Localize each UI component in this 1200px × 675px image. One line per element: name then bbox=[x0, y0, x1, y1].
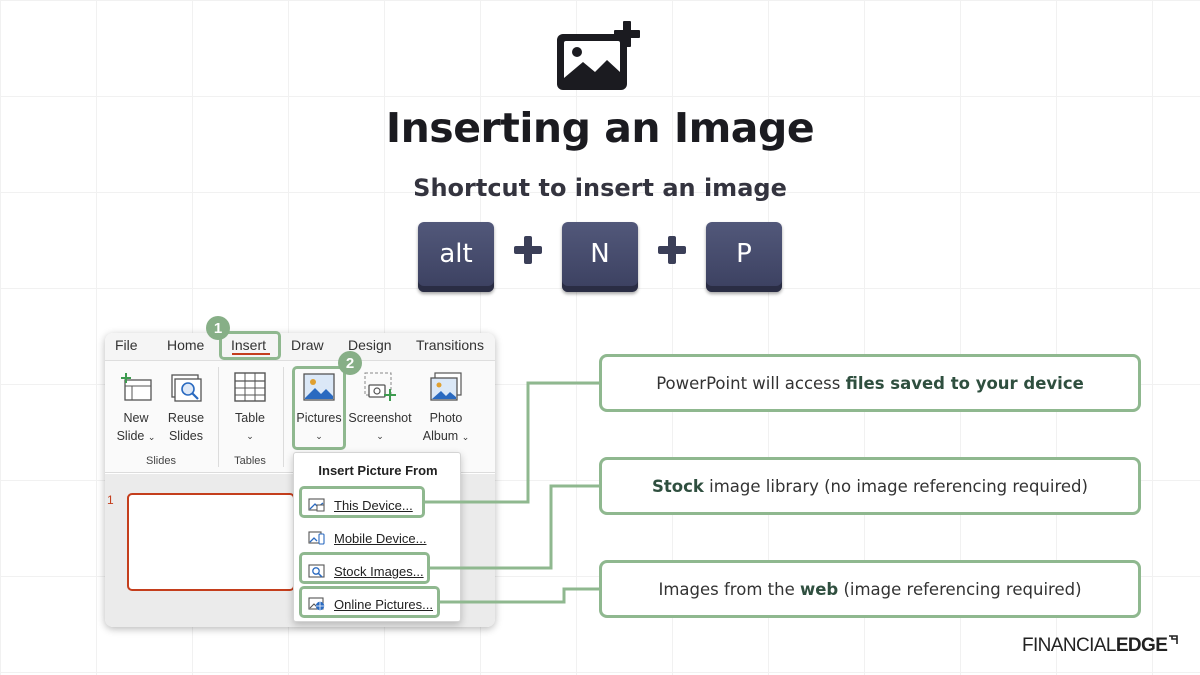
page-title: Inserting an Image bbox=[385, 104, 815, 152]
callout-text: Images from the bbox=[658, 579, 800, 599]
group-label-slides: Slides bbox=[146, 455, 176, 467]
table-label: Table bbox=[235, 411, 265, 425]
online-pictures-icon bbox=[308, 597, 325, 611]
key-n: N bbox=[562, 222, 638, 292]
photo-album-label: Photo bbox=[429, 411, 463, 425]
online-pictures-highlight bbox=[299, 586, 440, 618]
menu-item-stock-images[interactable]: Stock Images... bbox=[308, 560, 424, 582]
callout-text: image library (no image referencing requ… bbox=[703, 476, 1088, 496]
menu-item-label: Stock Images... bbox=[334, 563, 424, 579]
callout-text: PowerPoint will access bbox=[656, 373, 846, 393]
slide-thumbnail[interactable] bbox=[127, 493, 295, 591]
step-badge-1: 1 bbox=[206, 316, 230, 340]
new-slide-label: New bbox=[123, 411, 149, 425]
page-subtitle: Shortcut to insert an image bbox=[413, 174, 787, 202]
this-device-highlight bbox=[299, 486, 425, 518]
mobile-picture-icon bbox=[308, 531, 325, 545]
menu-item-mobile-device[interactable]: Mobile Device... bbox=[308, 527, 426, 549]
group-divider bbox=[218, 367, 219, 467]
menu-item-label: Online Pictures... bbox=[334, 596, 433, 612]
menu-item-label: This Device... bbox=[334, 497, 413, 513]
insert-tab-highlight bbox=[219, 331, 281, 360]
brand-part-1: FINANCIAL bbox=[1022, 635, 1116, 656]
tab-home[interactable]: Home bbox=[167, 337, 205, 353]
tab-transitions[interactable]: Transitions bbox=[416, 337, 484, 353]
callout-this-device: PowerPoint will access files saved to yo… bbox=[599, 354, 1141, 412]
ribbon-tab-bar: File Home Insert Draw Design Transitions bbox=[105, 333, 495, 361]
new-slide-button[interactable]: New Slide ⌄ bbox=[111, 365, 161, 445]
callout-bold-text: files saved to your device bbox=[845, 373, 1084, 393]
callout-bold-text: Stock bbox=[652, 476, 704, 496]
menu-item-this-device[interactable]: This Device... bbox=[308, 494, 413, 516]
reuse-slides-icon bbox=[171, 374, 202, 402]
tab-insert[interactable]: Insert bbox=[231, 337, 267, 353]
tab-file[interactable]: File bbox=[115, 337, 138, 353]
device-picture-icon bbox=[308, 498, 325, 512]
stock-images-icon bbox=[308, 564, 325, 578]
menu-item-label: Mobile Device... bbox=[334, 530, 427, 546]
chevron-down-icon: ⌄ bbox=[246, 431, 254, 441]
pictures-highlight bbox=[292, 366, 346, 450]
reuse-slides-label-2: Slides bbox=[168, 429, 204, 443]
slide-number: 1 bbox=[107, 493, 114, 507]
key-alt: alt bbox=[418, 222, 494, 292]
screenshot-icon bbox=[364, 372, 396, 401]
add-image-icon bbox=[557, 21, 640, 90]
table-button[interactable]: Table ⌄ bbox=[225, 365, 275, 445]
screenshot-label: Screenshot bbox=[348, 411, 412, 425]
callout-stock-images: Stock image library (no image referencin… bbox=[599, 457, 1141, 515]
callout-text: (image referencing required) bbox=[838, 579, 1082, 599]
chevron-down-icon: ⌄ bbox=[376, 431, 384, 441]
tab-draw[interactable]: Draw bbox=[291, 337, 324, 353]
picture-icon bbox=[303, 373, 335, 401]
key-p: P bbox=[706, 222, 782, 292]
chevron-down-icon: ⌄ bbox=[461, 432, 470, 442]
screenshot-button[interactable]: Screenshot ⌄ bbox=[347, 365, 413, 445]
tab-design[interactable]: Design bbox=[348, 337, 392, 353]
callout-online-pictures: Images from the web (image referencing r… bbox=[599, 560, 1141, 618]
chevron-down-icon: ⌄ bbox=[315, 431, 323, 441]
table-icon bbox=[234, 372, 266, 402]
callout-bold-text: web bbox=[799, 579, 839, 599]
group-label-tables: Tables bbox=[234, 455, 266, 467]
new-slide-label-2: Slide bbox=[116, 429, 145, 443]
active-tab-indicator bbox=[232, 353, 270, 355]
reuse-slides-label: Reuse bbox=[167, 411, 205, 425]
photo-album-button[interactable]: Photo Album ⌄ bbox=[415, 365, 477, 445]
reuse-slides-button[interactable]: Reuse Slides bbox=[161, 365, 211, 445]
dropdown-header: Insert Picture From bbox=[318, 463, 438, 478]
pictures-button[interactable]: Pictures ⌄ bbox=[293, 365, 345, 445]
photo-album-icon bbox=[430, 372, 462, 401]
plus-icon bbox=[512, 234, 544, 266]
step-badge-2: 2 bbox=[338, 351, 362, 375]
brand-part-2: EDGE bbox=[1115, 635, 1168, 656]
pictures-label: Pictures bbox=[296, 411, 342, 425]
group-divider bbox=[283, 367, 284, 467]
stock-images-highlight bbox=[299, 552, 430, 584]
plus-icon bbox=[656, 234, 688, 266]
menu-item-online-pictures[interactable]: Online Pictures... bbox=[308, 593, 433, 615]
brand-mark-icon bbox=[1169, 635, 1179, 644]
chevron-down-icon: ⌄ bbox=[147, 432, 156, 442]
new-slide-icon bbox=[121, 373, 152, 401]
photo-album-label-2: Album bbox=[422, 429, 459, 443]
